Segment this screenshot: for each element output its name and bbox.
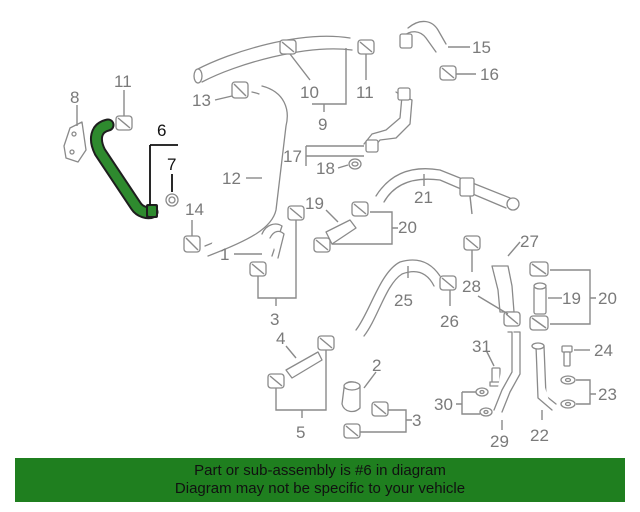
part-21-pipe[interactable] bbox=[375, 168, 520, 215]
part-20-clamp-right-upper[interactable] bbox=[529, 261, 549, 277]
part-27-hose[interactable] bbox=[491, 265, 515, 313]
callout-26: 26 bbox=[440, 312, 459, 331]
callout-29: 29 bbox=[490, 432, 509, 451]
callout-23: 23 bbox=[598, 385, 617, 404]
callout-4: 4 bbox=[276, 329, 285, 348]
part-13-clamp[interactable] bbox=[231, 81, 249, 99]
callout-17: 17 bbox=[283, 147, 302, 166]
callout-16: 16 bbox=[480, 65, 499, 84]
parts-diagram: 8 11 6 7 14 12 13 bbox=[63, 20, 617, 451]
part-20-clamp-right-lower[interactable] bbox=[529, 315, 549, 331]
part-3-clamp-lower[interactable] bbox=[249, 261, 267, 277]
callout-20-right: 20 bbox=[598, 289, 617, 308]
part-12-hose[interactable] bbox=[204, 85, 288, 257]
callout-3-lower: 3 bbox=[412, 411, 421, 430]
callout-27: 27 bbox=[520, 232, 539, 251]
part-28-clamp-upper[interactable] bbox=[463, 235, 481, 251]
callout-7: 7 bbox=[167, 155, 176, 174]
part-26-clamp[interactable] bbox=[439, 275, 457, 291]
callout-15: 15 bbox=[472, 38, 491, 57]
callout-10: 10 bbox=[300, 83, 319, 102]
part-5-clamp-lower[interactable] bbox=[267, 373, 285, 389]
callout-1: 1 bbox=[220, 245, 229, 264]
part-14-clamp[interactable] bbox=[183, 235, 201, 253]
part-24-bolt[interactable] bbox=[561, 345, 573, 367]
part-3-clamp-lower-a[interactable] bbox=[371, 401, 389, 417]
callout-21: 21 bbox=[414, 188, 433, 207]
part-23-washers[interactable] bbox=[560, 375, 576, 409]
callout-30: 30 bbox=[434, 395, 453, 414]
callout-12: 12 bbox=[222, 169, 241, 188]
callout-22: 22 bbox=[530, 426, 549, 445]
part-28-clamp-lower[interactable] bbox=[503, 311, 521, 327]
part-5-clamp-upper[interactable] bbox=[317, 335, 335, 351]
part-6-hose-highlighted[interactable] bbox=[90, 118, 159, 220]
part-25-hose[interactable] bbox=[355, 259, 441, 337]
callout-19-mid: 19 bbox=[305, 194, 324, 213]
callout-18: 18 bbox=[316, 159, 335, 178]
part-3-clamp-lower-b[interactable] bbox=[343, 423, 361, 439]
part-16-clamp[interactable] bbox=[439, 65, 457, 81]
callout-19-right: 19 bbox=[562, 289, 581, 308]
callout-13: 13 bbox=[192, 91, 211, 110]
part-17-pipe[interactable] bbox=[363, 87, 413, 153]
part-29-pipe[interactable] bbox=[493, 331, 521, 413]
callout-25: 25 bbox=[394, 291, 413, 310]
banner-line-disclaimer: Diagram may not be specific to your vehi… bbox=[174, 480, 466, 497]
part-8-bracket[interactable] bbox=[63, 121, 87, 163]
part-20-clamp-lower[interactable] bbox=[313, 237, 331, 253]
callout-20-mid: 20 bbox=[398, 218, 417, 237]
callout-28: 28 bbox=[462, 277, 481, 296]
part-22-pipe[interactable] bbox=[531, 342, 557, 411]
callout-3-upper: 3 bbox=[270, 310, 279, 329]
part-31-bolt[interactable] bbox=[489, 367, 503, 387]
callout-5: 5 bbox=[296, 423, 305, 442]
callout-11-right: 11 bbox=[356, 83, 374, 102]
part-11-clamp-left[interactable] bbox=[115, 115, 133, 131]
part-9-hose[interactable] bbox=[193, 35, 353, 84]
part-2-elbow[interactable] bbox=[341, 381, 361, 413]
callout-31: 31 bbox=[472, 337, 491, 356]
callout-2: 2 bbox=[372, 356, 381, 375]
part-3-clamp-upper[interactable] bbox=[287, 205, 305, 221]
banner-line-part: Part or sub-assembly is #6 in diagram bbox=[194, 462, 446, 479]
part-10-clamp[interactable] bbox=[279, 39, 297, 55]
callout-24: 24 bbox=[594, 341, 613, 360]
highlight-banner: Part or sub-assembly is #6 in diagram Di… bbox=[15, 458, 625, 502]
part-19-pipe-right[interactable] bbox=[533, 282, 547, 315]
part-15-hose[interactable] bbox=[399, 20, 447, 53]
part-1-pipe[interactable] bbox=[261, 223, 285, 259]
part-30-washers[interactable] bbox=[475, 387, 493, 417]
callout-6: 6 bbox=[157, 121, 166, 140]
callout-9: 9 bbox=[318, 115, 327, 134]
callout-11-left: 11 bbox=[114, 72, 132, 91]
part-20-clamp-upper[interactable] bbox=[351, 201, 369, 217]
callout-8: 8 bbox=[70, 88, 79, 107]
part-11-clamp-right[interactable] bbox=[357, 39, 375, 55]
part-4-hose[interactable] bbox=[285, 351, 323, 379]
callout-14: 14 bbox=[185, 200, 204, 219]
